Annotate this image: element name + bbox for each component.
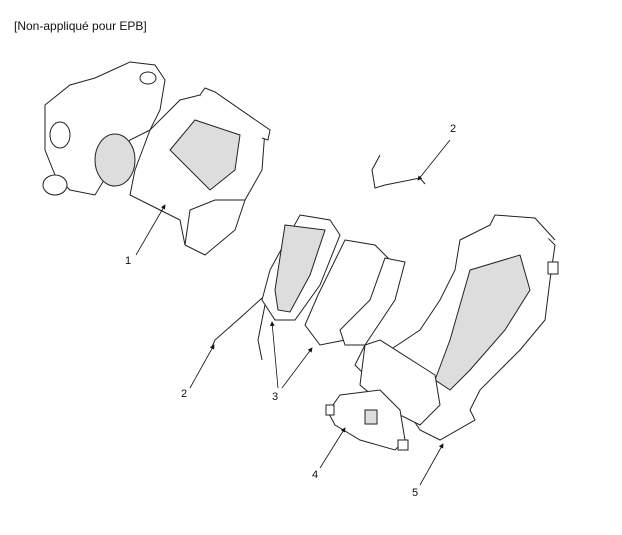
leader-3b (281, 347, 313, 389)
caliper-bracket-drawing (354, 214, 559, 441)
leader-1 (135, 204, 166, 256)
callout-2-upper: 2 (450, 123, 457, 135)
leader-lines (135, 139, 451, 486)
caliper-drawing (42, 61, 271, 256)
callout-4: 4 (312, 469, 319, 481)
brake-pads-drawing (211, 214, 406, 361)
pad-clip-drawing (325, 389, 409, 451)
leader-2-upper (417, 139, 451, 181)
callout-2-lower: 2 (181, 388, 188, 400)
leader-4 (319, 427, 346, 469)
pad-spring-upper-drawing (371, 154, 426, 189)
leader-2-lower (189, 344, 215, 389)
callout-1: 1 (125, 255, 132, 267)
callout-5: 5 (412, 487, 419, 499)
callout-3: 3 (272, 391, 279, 403)
leader-5 (419, 443, 444, 486)
diagram-title: [Non-appliqué pour EPB] (14, 19, 147, 33)
leader-3a (269, 321, 279, 389)
